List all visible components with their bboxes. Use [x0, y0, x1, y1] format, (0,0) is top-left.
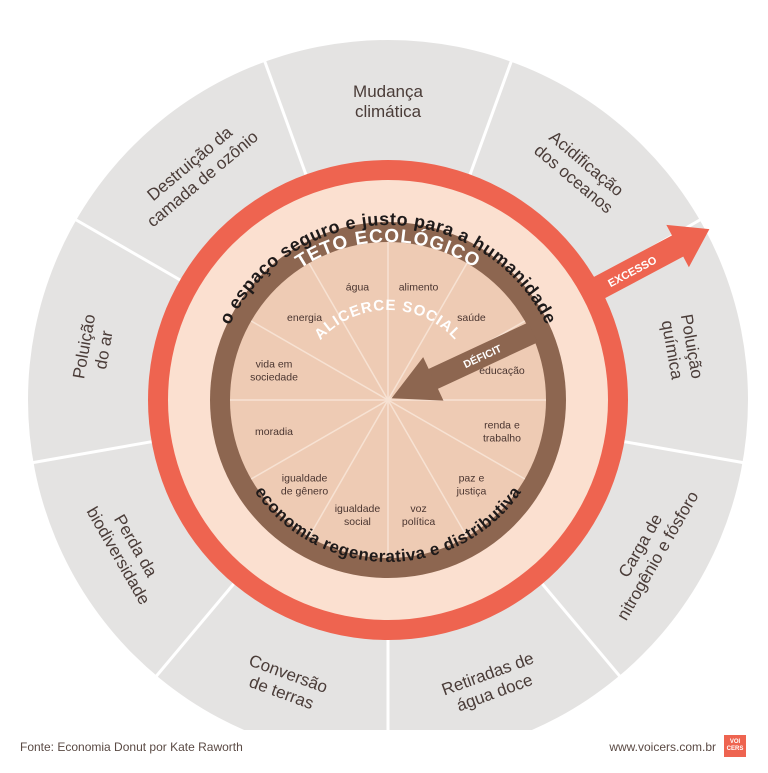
ecological-ceiling-item-line: climática [355, 102, 422, 121]
inner-divider [250, 399, 389, 480]
social-foundation-item: educação [479, 365, 525, 377]
social-foundation-item-line: vida em [256, 359, 293, 371]
source-credit: Fonte: Economia Donut por Kate Raworth [20, 740, 243, 754]
social-foundation-item-line: energia [287, 312, 322, 324]
outer-divider [71, 216, 181, 282]
inner-divider [308, 262, 389, 401]
outer-divider [541, 582, 624, 681]
social-foundation-item: energia [287, 312, 322, 324]
inner-divider [308, 399, 389, 538]
outer-divider [261, 56, 308, 175]
excess-arrow: EXCESSO [576, 224, 710, 308]
social-foundation-item-line: igualdade [282, 472, 328, 484]
inner-disc-dividers [230, 242, 546, 558]
outer-divider [624, 440, 748, 465]
social-foundation-item-line: água [346, 282, 370, 294]
outer-divider [28, 440, 152, 465]
social-foundation-item-line: saúde [457, 312, 486, 324]
social-foundation-item-line: paz e [459, 472, 485, 484]
social-foundation-item: moradia [255, 426, 293, 438]
social-foundation-item-line: voz [410, 503, 426, 515]
voicers-logo: VOI CERS [724, 735, 746, 757]
social-foundation-item: saúde [457, 312, 486, 324]
inner-divider [387, 399, 468, 538]
social-foundation-item: alimento [399, 282, 439, 294]
outer-divider [468, 56, 515, 175]
social-foundation-item-line: moradia [255, 426, 293, 438]
social-foundation-item-line: sociedade [250, 372, 298, 384]
social-foundation-item-line: educação [479, 365, 525, 377]
inner-divider [387, 399, 526, 480]
inner-divider [250, 320, 389, 401]
social-foundation-item-line: política [402, 516, 435, 528]
ecological-ceiling-item-line: Mudança [353, 82, 423, 101]
social-foundation-item-line: de gênero [281, 485, 328, 497]
social-foundation-item-line: renda e [484, 420, 520, 432]
social-foundation-item-line: trabalho [483, 433, 521, 445]
social-foundation-item-line: alimento [399, 282, 439, 294]
social-foundation-item-line: igualdade [335, 503, 381, 515]
social-foundation-item: água [346, 282, 370, 294]
inner-divider [387, 262, 468, 401]
website-link[interactable]: www.voicers.com.br [609, 740, 716, 754]
social-foundation-item-line: social [344, 516, 371, 528]
outer-divider [152, 582, 235, 681]
social-foundation-item-line: justiça [456, 485, 487, 497]
